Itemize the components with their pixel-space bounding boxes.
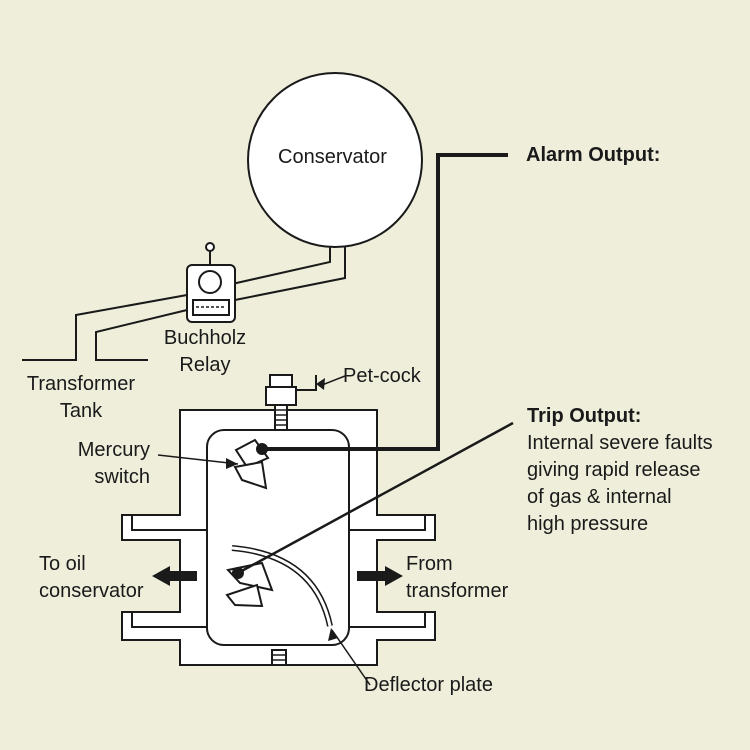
- tank-pipe-upper: [22, 294, 188, 361]
- alarm-wire: [262, 153, 508, 451]
- buchholz-relay-label: Buchholz Relay: [160, 325, 250, 379]
- to-oil-arrow-head: [152, 566, 170, 586]
- deflector-plate-label: Deflector plate: [364, 674, 493, 696]
- trip-output-desc-line: giving rapid release: [527, 459, 701, 481]
- buchholz-relay-label-line2: Relay: [179, 354, 231, 376]
- trip-wire: [237, 421, 514, 575]
- from-transformer-label-line1: From: [406, 553, 453, 575]
- mercury-switch-label: Mercury switch: [50, 437, 150, 491]
- alarm-contact-dot: [256, 443, 268, 455]
- transformer-tank-label-line1: Transformer: [26, 373, 136, 395]
- upper-mercury-switch: [233, 438, 270, 490]
- transformer-tank-label: Transformer Tank: [16, 371, 146, 425]
- trip-output-desc-line: high pressure: [527, 513, 649, 535]
- to-oil-label-line1: To oil: [39, 553, 86, 575]
- transformer-tank-label-line2: Tank: [59, 400, 103, 422]
- from-transformer-label-line2: transformer: [406, 580, 509, 602]
- buchholz-relay-label-line1: Buchholz: [163, 327, 247, 349]
- conservator-circle: [247, 72, 423, 248]
- trip-contact-dot: [232, 567, 244, 579]
- conservator-pipe: [231, 247, 331, 285]
- trip-output-desc-line: of gas & internal: [527, 486, 672, 508]
- mercury-switch-label-line1: Mercury: [77, 439, 150, 461]
- conservator-label: Conservator: [278, 146, 387, 168]
- from-transformer-arrow-shaft: [357, 571, 387, 581]
- trip-output-desc-line: Internal severe faults: [527, 432, 713, 454]
- from-transformer-label: From transformer: [406, 551, 508, 605]
- to-oil-arrow-shaft: [167, 571, 197, 581]
- tank-pipe-lower: [95, 309, 188, 361]
- from-transformer-arrow-head: [385, 566, 403, 586]
- to-oil-label-line2: conservator: [39, 580, 144, 602]
- pet-cock-label: Pet-cock: [343, 365, 421, 387]
- conservator-pipe-lower: [234, 247, 346, 301]
- trip-output-description: Internal severe faults giving rapid rele…: [527, 430, 713, 538]
- trip-output-title: Trip Output:: [527, 405, 642, 427]
- to-oil-conservator-label: To oil conservator: [39, 551, 144, 605]
- mercury-switch-label-line2: switch: [94, 466, 150, 488]
- alarm-output-label: Alarm Output:: [526, 144, 661, 166]
